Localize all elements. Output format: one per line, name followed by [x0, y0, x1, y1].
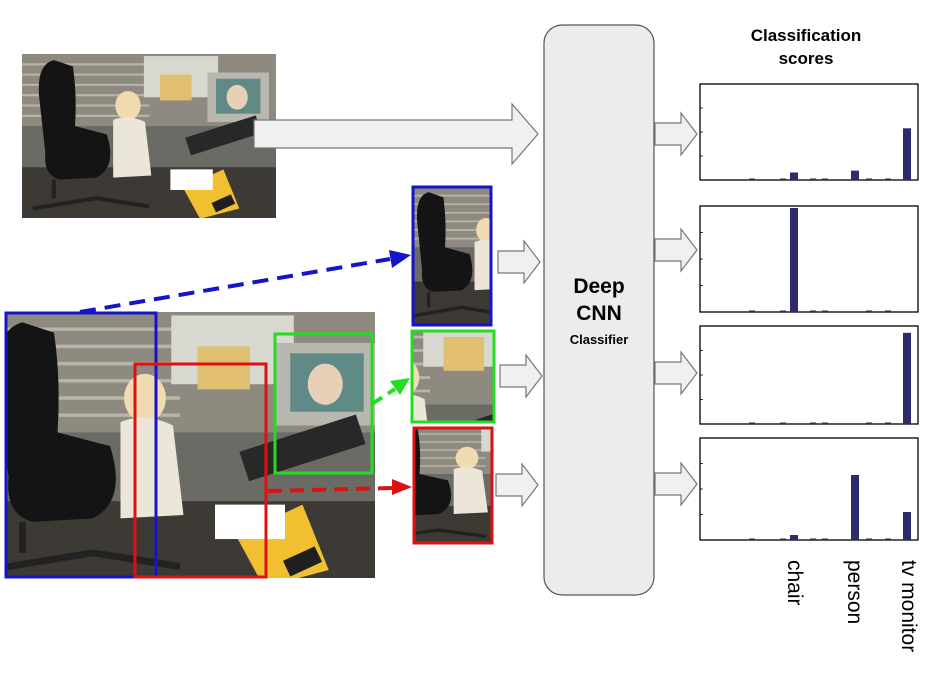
score-bar-minor	[822, 422, 828, 424]
input-arrow-tv-monitor	[499, 354, 543, 398]
score-bar-minor	[822, 178, 828, 180]
input-arrow-person	[495, 463, 539, 507]
score-panel-2	[699, 205, 919, 313]
tv-monitor-crop-border	[410, 329, 496, 424]
proposal-image	[0, 312, 390, 587]
input-arrow-chair	[497, 240, 541, 284]
score-bar-chair	[790, 172, 798, 180]
score-bar-minor	[749, 310, 755, 312]
score-bar-minor	[885, 310, 891, 312]
score-bar-minor	[780, 422, 786, 424]
classifier-label-line3: Classifier	[570, 332, 629, 347]
scores-title-line1: Classification	[751, 26, 862, 45]
scores-title-line2: scores	[779, 49, 834, 68]
score-bar-minor	[822, 538, 828, 540]
score-bar-tv-monitor	[903, 332, 911, 424]
score-bar-chair	[790, 208, 798, 312]
score-panel-1	[699, 83, 919, 181]
score-bar-minor	[885, 178, 891, 180]
output-arrow-1	[654, 112, 698, 156]
score-bar-minor	[810, 422, 816, 424]
score-bar-minor	[749, 538, 755, 540]
dashed-arrow-green	[370, 378, 410, 406]
score-bar-minor	[885, 422, 891, 424]
score-bar-chair	[790, 535, 798, 540]
original-image	[22, 54, 276, 219]
score-bar-minor	[780, 310, 786, 312]
score-bar-minor	[810, 310, 816, 312]
score-bar-minor	[866, 538, 872, 540]
output-arrow-2	[654, 228, 698, 272]
person-proposal-box	[133, 362, 268, 579]
output-arrow-3	[654, 351, 698, 395]
dashed-arrow-blue	[79, 250, 411, 314]
score-bar-minor	[866, 310, 872, 312]
score-bar-minor	[780, 538, 786, 540]
person-crop-border	[412, 426, 494, 545]
score-bar-person	[851, 170, 859, 180]
input-arrow-full	[253, 102, 539, 166]
cnn-classifier-box	[543, 24, 655, 596]
score-bar-tv-monitor	[903, 128, 911, 180]
score-panels	[699, 83, 919, 541]
score-bar-person	[851, 475, 859, 540]
category-label-tv-monitor: tv monitor	[897, 560, 920, 652]
score-bar-minor	[885, 538, 891, 540]
output-arrow-4	[654, 462, 698, 506]
dashed-arrow-red	[267, 479, 412, 495]
score-bar-minor	[810, 178, 816, 180]
score-bar-minor	[780, 178, 786, 180]
score-bar-minor	[749, 422, 755, 424]
score-bar-tv-monitor	[903, 512, 911, 540]
classifier-label-line2: CNN	[576, 302, 622, 325]
score-panel-3	[699, 325, 919, 425]
score-bar-minor	[866, 422, 872, 424]
category-label-chair: chair	[783, 560, 806, 606]
score-bar-minor	[866, 178, 872, 180]
score-bar-minor	[810, 538, 816, 540]
classifier-label-line1: Deep	[573, 275, 624, 298]
score-bar-minor	[822, 310, 828, 312]
category-label-person: person	[843, 560, 866, 624]
score-bar-minor	[749, 178, 755, 180]
chair-crop-border	[411, 185, 493, 327]
score-panel-4	[699, 437, 919, 541]
